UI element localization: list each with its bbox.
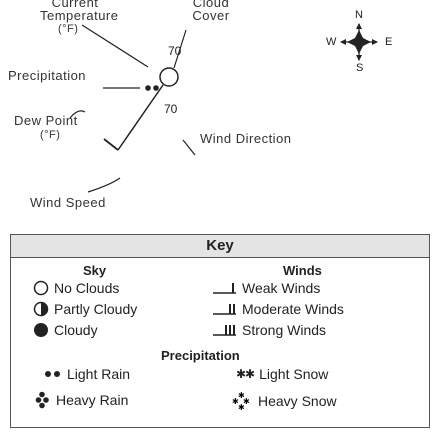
cloud-cover-pointer [173,29,187,69]
precipitation-label: Precipitation [8,68,87,83]
precip-item-label: Light Snow [259,366,329,382]
precip-item-heavy-rain: Heavy Rain [35,391,128,409]
sky-item-label: No Clouds [54,280,120,296]
dew-point-pointer [69,110,86,119]
temperature-unit-label: (°F) [58,23,79,35]
sky-item-label: Partly Cloudy [54,301,138,317]
light-snow-icon: ✱✱ [236,367,255,381]
wind-item-label: Moderate Winds [242,301,344,317]
compass-west-label: W [326,36,337,48]
wind-speed-pointer [87,177,121,193]
precip-item-label: Heavy Snow [258,393,337,409]
sky-item-label: Cloudy [54,322,98,338]
moderate-winds-icon [213,304,236,315]
strong-winds-icon [213,325,236,336]
sky-item-partly-cloudy: Partly Cloudy [33,301,137,317]
no-clouds-icon [33,280,49,296]
dew-point-unit-label: (°F) [40,129,61,141]
wind-barb [103,138,119,151]
compass-east-label: E [385,36,393,48]
temperature-value: 70 [168,44,182,58]
precip-item-light-rain: Light Rain [44,366,130,382]
wind-item-weak: Weak Winds [211,280,320,296]
wind-item-moderate: Moderate Winds [211,301,344,317]
cloud-cover-label: Cloud Cover [192,0,230,23]
svg-text:✱: ✱ [238,403,245,411]
wind-shaft [117,84,164,151]
precipitation-dot [153,85,159,91]
heavy-rain-icon [35,391,49,409]
dew-point-value: 70 [164,102,178,116]
station-circle [159,67,179,87]
dew-point-label: Dew Point [14,113,78,128]
compass-rose-icon [340,23,378,61]
partly-cloudy-icon [33,301,49,317]
sky-heading: Sky [83,263,107,278]
heavy-snow-icon: ✱ ✱ ✱ ✱ [232,391,250,411]
wind-item-label: Weak Winds [242,280,321,296]
compass-south-label: S [356,62,364,74]
precip-item-label: Light Rain [67,366,131,382]
current-temperature-label: Current Temperature [40,0,119,23]
compass-north-label: N [355,9,363,21]
station-model-diagram: Current Temperature (°F) Cloud Cover 70 … [8,0,393,210]
light-rain-icon [45,371,60,377]
wind-speed-label: Wind Speed [30,195,106,210]
key-title: Key [11,235,429,258]
temperature-pointer [81,24,149,68]
cloudy-icon [34,323,48,337]
weak-winds-icon [213,283,236,294]
svg-text:✱: ✱ [243,397,250,406]
key-panel: Key Sky Winds No Clouds Partly Cloudy Cl… [10,234,430,428]
precip-item-light-snow: ✱✱ Light Snow [236,366,328,382]
precipitation-dot [145,85,151,91]
wind-item-label: Strong Winds [242,322,327,338]
precip-item-heavy-snow: ✱ ✱ ✱ ✱ Heavy Snow [231,391,337,411]
winds-heading: Winds [283,263,322,278]
sky-item-no-clouds: No Clouds [33,280,119,296]
svg-text:✱: ✱ [232,397,239,406]
station-model-drawing [69,23,378,193]
precipitation-heading: Precipitation [161,348,240,363]
wind-direction-pointer [182,139,196,156]
precip-item-label: Heavy Rain [56,392,129,408]
wind-item-strong: Strong Winds [211,322,326,338]
svg-text:✱: ✱ [238,391,245,400]
sky-item-cloudy: Cloudy [33,322,98,338]
wind-direction-label: Wind Direction [200,131,292,146]
